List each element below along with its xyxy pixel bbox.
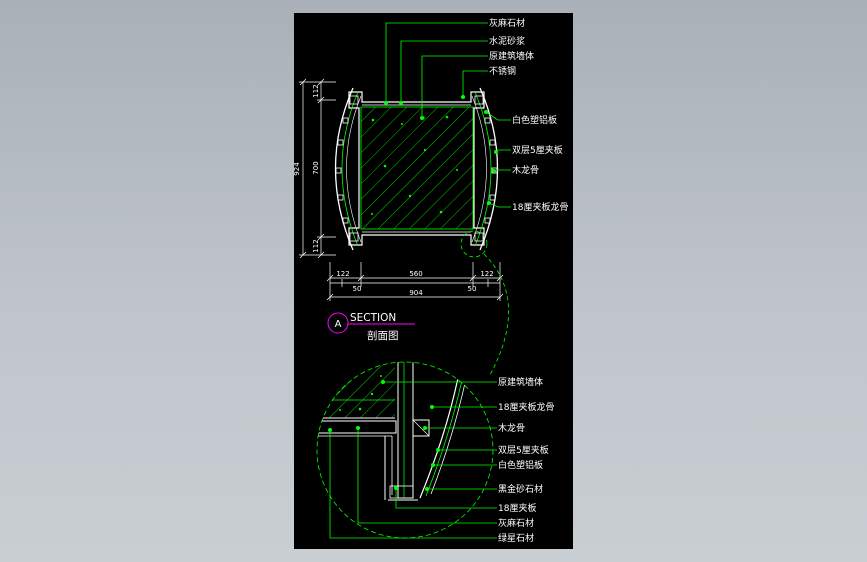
right-curved-panel — [479, 87, 499, 251]
wood-battens — [335, 117, 498, 224]
detail-connector — [483, 253, 509, 376]
dim-top-segment: 112 — [312, 84, 320, 97]
dim-left-width: 122 — [336, 270, 349, 278]
section-title: SECTION — [350, 312, 396, 324]
vertical-dimensions — [299, 78, 336, 259]
detail-label-black-gold-stone: 黑金砂石材 — [498, 483, 543, 495]
label-cement-mortar: 水泥砂浆 — [489, 35, 525, 47]
detail-label-plywood: 18厘夹板 — [498, 502, 536, 514]
detail-label-double-plywood: 双层5厘夹板 — [498, 444, 549, 456]
dim-middle-segment: 700 — [312, 161, 320, 174]
leader-dots — [384, 95, 498, 205]
dim-total-height: 924 — [293, 162, 301, 176]
dim-right-width: 122 — [480, 270, 493, 278]
detail-label-green-star-stone: 绿星石材 — [498, 532, 534, 544]
detail-leaders — [329, 381, 497, 539]
label-grey-granite: 灰麻石材 — [489, 17, 525, 29]
left-curved-panel — [334, 87, 354, 251]
label-stainless-steel: 不锈钢 — [489, 65, 516, 77]
detail-leader-dots — [328, 380, 440, 491]
column-core — [360, 106, 474, 230]
label-double-plywood: 双层5厘夹板 — [512, 144, 563, 156]
label-wood-keel: 木龙骨 — [512, 164, 539, 176]
dim-right-offset: 50 — [468, 285, 477, 293]
label-plywood-keel: 18厘夹板龙骨 — [512, 201, 568, 213]
dim-bottom-segment: 112 — [312, 239, 320, 252]
detail-label-wood-keel: 木龙骨 — [498, 422, 525, 434]
dim-total-width: 904 — [409, 289, 423, 297]
detail-label-original-wall: 原建筑墙体 — [498, 376, 543, 388]
plan-section — [334, 87, 499, 251]
label-white-aluminum-panel: 白色塑铝板 — [512, 114, 557, 126]
detail-labels: 原建筑墙体 18厘夹板龙骨 木龙骨 双层5厘夹板 白色塑铝板 黑金砂石材 18厘… — [498, 376, 554, 544]
detail-label-grey-granite: 灰麻石材 — [498, 517, 534, 529]
top-labels: 灰麻石材 水泥砂浆 原建筑墙体 不锈钢 白色塑铝板 双层5厘夹板 木龙骨 18厘… — [489, 17, 568, 213]
top-leaders — [385, 22, 511, 208]
dim-core-width: 560 — [409, 270, 422, 278]
horizontal-dimensions — [326, 262, 504, 301]
detail-label-plywood-keel: 18厘夹板龙骨 — [498, 401, 554, 413]
section-subtitle: 剖面图 — [367, 329, 399, 342]
section-callout: A SECTION 剖面图 — [327, 312, 415, 342]
enlarged-detail — [316, 361, 494, 539]
detail-reference-circle — [460, 230, 488, 258]
cladding-frame — [348, 91, 485, 246]
dim-left-offset: 50 — [353, 285, 362, 293]
label-original-wall: 原建筑墙体 — [489, 50, 534, 62]
section-letter: A — [335, 319, 342, 330]
detail-label-white-aluminum-panel: 白色塑铝板 — [498, 459, 543, 471]
